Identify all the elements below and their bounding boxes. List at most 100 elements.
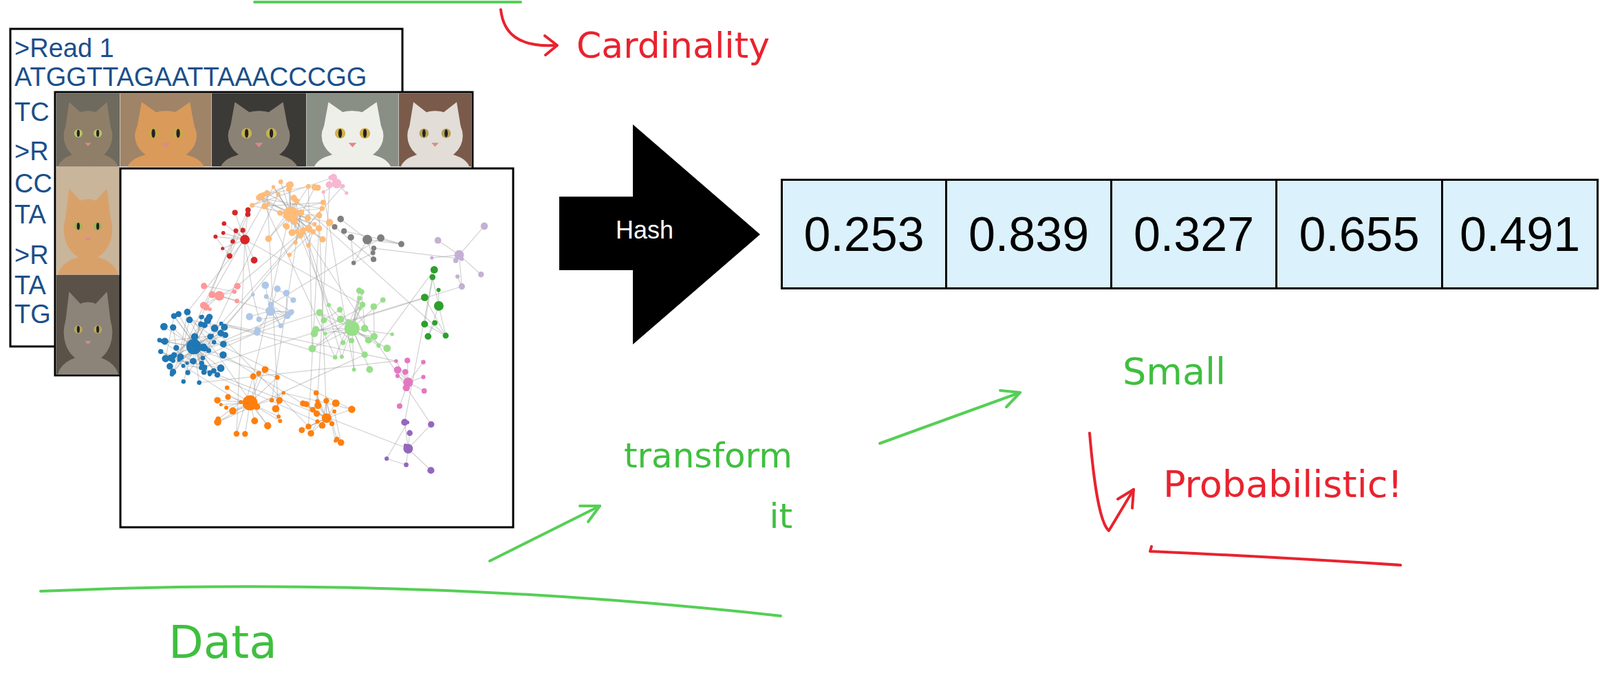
- graph-vertex: [370, 303, 378, 311]
- graph-vertex: [348, 405, 355, 413]
- graph-vertex: [253, 327, 261, 334]
- graph-vertex: [294, 229, 300, 234]
- graph-vertex: [183, 308, 191, 316]
- graph-vertex: [478, 271, 484, 278]
- ink-hook: [500, 9, 554, 46]
- graph-vertex: [312, 326, 320, 333]
- graph-vertex: [314, 402, 322, 410]
- graph-vertex: [196, 380, 202, 386]
- ink-arrowhead: [1000, 390, 1021, 408]
- graph-vertex: [371, 245, 377, 252]
- graph-vertex: [245, 207, 252, 213]
- graph-vertex: [186, 339, 202, 355]
- graph-vertex: [238, 400, 243, 405]
- graph-vertex: [370, 332, 378, 340]
- graph-vertex: [431, 320, 438, 327]
- graph-edge: [226, 402, 241, 408]
- graph-edge: [407, 424, 431, 449]
- arrow-fill: [559, 124, 761, 345]
- graph-vertex: [231, 209, 238, 216]
- graph-vertex: [271, 185, 276, 189]
- sequence-text: CC: [14, 170, 53, 197]
- cat-eye: [147, 127, 159, 139]
- graph-vertex: [160, 323, 168, 331]
- graph-edge: [204, 294, 254, 349]
- graph-vertex: [240, 235, 250, 245]
- graph-vertex: [420, 360, 426, 366]
- graph-vertex: [351, 260, 356, 265]
- graph-vertex: [290, 297, 296, 304]
- cat-head: [134, 110, 197, 161]
- graph-vertex: [275, 374, 280, 380]
- cat-nose: [431, 143, 439, 148]
- cat-nose: [348, 143, 358, 148]
- graph-vertex: [319, 206, 325, 212]
- graph-vertex: [185, 370, 190, 375]
- graph-vertex: [230, 239, 236, 245]
- hash-value-box: 0.839: [945, 178, 1113, 290]
- cat-pupil: [77, 130, 80, 137]
- graph-vertex: [180, 379, 186, 384]
- graph-vertex: [403, 444, 413, 454]
- graph-vertex: [220, 246, 225, 251]
- graph-vertex: [173, 345, 180, 352]
- cat-pupil: [363, 128, 367, 138]
- graph-vertex: [221, 221, 227, 227]
- hash-value: 0.327: [1133, 207, 1254, 263]
- graph-vertex: [434, 301, 444, 311]
- sequence-text: ATGGTTAGAATTAAACCCGG: [14, 63, 367, 91]
- sequence-text: TG: [14, 301, 51, 328]
- graph-vertex: [429, 256, 434, 261]
- graph-vertex: [429, 274, 436, 281]
- graph-vertex: [202, 343, 207, 349]
- graph-vertex: [219, 351, 227, 360]
- graph-vertex: [157, 337, 163, 343]
- graph-vertex: [278, 179, 284, 185]
- cat-pupil: [96, 222, 100, 230]
- sequence-text: >Read 1: [14, 35, 115, 62]
- cat-eye: [93, 129, 102, 138]
- ink-arrow: [489, 506, 600, 562]
- cat-photo: [120, 93, 212, 168]
- graph-vertex: [453, 257, 459, 263]
- graph-vertex: [191, 333, 199, 341]
- graph-vertex: [398, 241, 405, 248]
- graph-vertex: [305, 423, 312, 430]
- photo-background: [398, 93, 472, 168]
- graph-edge: [252, 177, 334, 206]
- graph-edge: [217, 354, 365, 423]
- graph-vertex: [320, 200, 327, 206]
- cat-pupil: [269, 128, 274, 138]
- graph-vertex: [405, 420, 410, 425]
- ink-arrow: [879, 392, 1021, 444]
- sequence-text: TC: [14, 99, 50, 126]
- graph-vertex: [287, 310, 294, 316]
- graph-vertex: [306, 184, 311, 190]
- graph-vertex: [214, 372, 221, 378]
- graph-vertex: [332, 409, 337, 415]
- graph-vertex: [390, 332, 394, 337]
- graph-vertex: [344, 191, 349, 195]
- graph-vertex: [213, 418, 222, 427]
- cat-pupil: [422, 129, 426, 138]
- graph-vertex: [293, 240, 298, 245]
- graph-vertex: [256, 317, 263, 323]
- graph-vertex: [226, 253, 233, 259]
- graph-vertex: [404, 357, 410, 364]
- graph-vertex: [242, 431, 248, 437]
- graph-vertex: [261, 366, 269, 374]
- graph-vertex: [298, 427, 305, 434]
- graph-vertex: [323, 398, 329, 404]
- graph-vertex: [264, 190, 271, 197]
- graph-vertex: [169, 372, 175, 377]
- hash-value-box: 0.253: [780, 178, 948, 290]
- graph-vertex: [217, 330, 225, 338]
- hash-value-box: 0.491: [1441, 178, 1599, 290]
- graph-vertex: [337, 306, 343, 313]
- graph-vertex: [233, 431, 240, 437]
- graph-vertex: [321, 413, 332, 424]
- graph-edge: [213, 342, 352, 410]
- graph-vertex: [442, 332, 450, 340]
- graph-vertex: [231, 289, 237, 295]
